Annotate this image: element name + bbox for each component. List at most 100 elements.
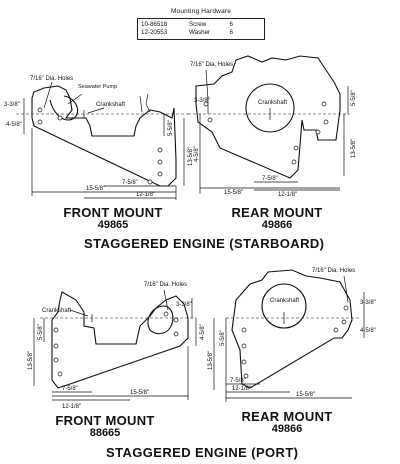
rear-mount-title: REAR MOUNT [231,205,323,220]
mount-hole [53,343,59,349]
gusset-cutout [147,305,174,335]
dim-label: 12-1/8" [278,192,297,198]
dim-label: 12-1/8" [232,386,251,392]
starboard-heading: STAGGERED ENGINE (STARBOARD) [84,236,325,251]
port-front-mount-drawing: 7/16" Dia. Holes Crankshaft 3-3/8" 4-5/8… [28,282,206,410]
bracket-outline [31,85,177,187]
pump-leader [67,93,83,105]
dim-label: 12-1/8" [136,192,155,198]
mount-hole [37,119,43,125]
starboard-rear-mount-drawing: 7/16" Dia. Holes Crankshaft 3-3/8" 4-5/8… [188,55,357,198]
dim-label: 13-5/8" [208,351,214,370]
bracket-outline [195,55,341,179]
crankshaft-bore [261,283,307,329]
starboard-front-caption: FRONT MOUNT 49865 [58,206,168,232]
crank-leader [69,309,89,317]
holes-label: 7/16" Dia. Holes [190,62,233,68]
hardware-row: 10-86518 Screw 6 [141,21,261,29]
rear-mount-title: REAR MOUNT [241,409,333,424]
dim-label: 4-5/8" [360,328,376,334]
holes-leader [43,81,53,109]
holes-leader [205,69,209,101]
crankshaft-label: Crankshaft [258,100,287,106]
mount-hole [315,129,321,135]
mount-hole [241,343,247,349]
holes-leader [343,275,349,303]
hardware-title: Mounting Hardware [170,8,232,15]
dim-label: 15-5/8" [296,392,315,398]
crankshaft-bore [245,83,295,133]
dim-label: 3-3/8" [4,102,20,108]
bracket-outline [231,269,353,389]
gusset-line [145,93,151,113]
pump-recess [49,95,79,121]
dim-label: 12-1/8" [62,404,81,410]
dim-label: 13-5/8" [351,139,357,158]
mounting-hardware-table: Mounting Hardware 10-86518 Screw 6 12-20… [137,8,265,40]
hardware-name: Screw [189,21,207,28]
port-heading: STAGGERED ENGINE (PORT) [106,445,299,460]
hardware-qty: 6 [229,21,233,28]
holes-label: 7/16" Dia. Holes [312,268,355,274]
mount-hole [341,319,347,325]
mount-hole [157,147,163,153]
hardware-part: 12-20553 [141,29,168,36]
crankshaft-label: Crankshaft [270,298,299,304]
mount-hole [293,145,299,151]
dim-label: 5-5/8" [351,90,357,106]
crank-leader [87,107,105,114]
mount-hole [163,311,169,317]
mount-hole [157,171,163,177]
mount-hole [173,331,179,337]
mount-hole [321,101,327,107]
dim-label: 3-3/8" [176,302,192,308]
mount-hole [173,317,179,323]
hardware-name: Washer [189,29,211,36]
mount-hole [37,107,43,113]
rear-mount-part-number: 49866 [271,423,303,435]
dim-label: 13-5/8" [188,147,194,166]
dim-label: 5-5/8" [168,120,174,136]
dim-label: 7-5/8" [62,386,78,392]
dim-label: 15-5/8" [86,186,105,192]
hardware-row: 12-20553 Washer 6 [141,29,261,37]
mount-hole [343,305,349,311]
rear-mount-part-number: 49866 [261,219,293,231]
mount-hole [333,327,339,333]
mount-hole [57,371,63,377]
dim-label: 4-5/8" [194,146,200,162]
mount-hole [57,115,63,121]
mount-hole [207,117,213,123]
hardware-box: 10-86518 Screw 6 12-20553 Washer 6 [137,18,265,40]
holes-leader [163,289,169,311]
starboard-front-mount-drawing: 7/16" Dia. Holes Seawater Pump Crankshaf… [4,76,194,200]
mount-hole [147,179,153,185]
crankshaft-label: Crankshaft [42,308,71,314]
dim-label: 5-5/8" [38,324,44,340]
mount-hole [291,159,297,165]
holes-label: 7/16" Dia. Holes [30,76,73,82]
dim-label: 7-5/8" [122,180,138,186]
dim-label: 13-5/8" [28,351,34,370]
dim-label: 4-5/8" [6,122,22,128]
front-mount-title: FRONT MOUNT [63,205,163,220]
mount-hole [241,359,247,365]
mount-hole [157,159,163,165]
dim-label: 3-3/8" [360,300,376,306]
crankshaft-label: Crankshaft [96,102,125,108]
dim-label: 3-3/8" [194,98,210,104]
dim-label: 15-5/8" [130,390,149,396]
dim-label: 4-5/8" [200,324,206,340]
port-rear-caption: REAR MOUNT 49866 [232,410,342,436]
front-mount-part-number: 49865 [97,219,129,231]
seawater-pump-label: Seawater Pump [78,84,117,90]
starboard-rear-caption: REAR MOUNT 49866 [222,206,332,232]
holes-label: 7/16" Dia. Holes [144,282,187,288]
port-rear-mount-drawing: 7/16" Dia. Holes Crankshaft 3-3/8" 4-5/8… [208,268,376,402]
dim-label: 7-5/8" [230,378,246,384]
dim-label: 7-5/8" [262,176,278,182]
hardware-part: 10-86518 [141,21,168,28]
dim-label: 5-5/8" [220,330,226,346]
